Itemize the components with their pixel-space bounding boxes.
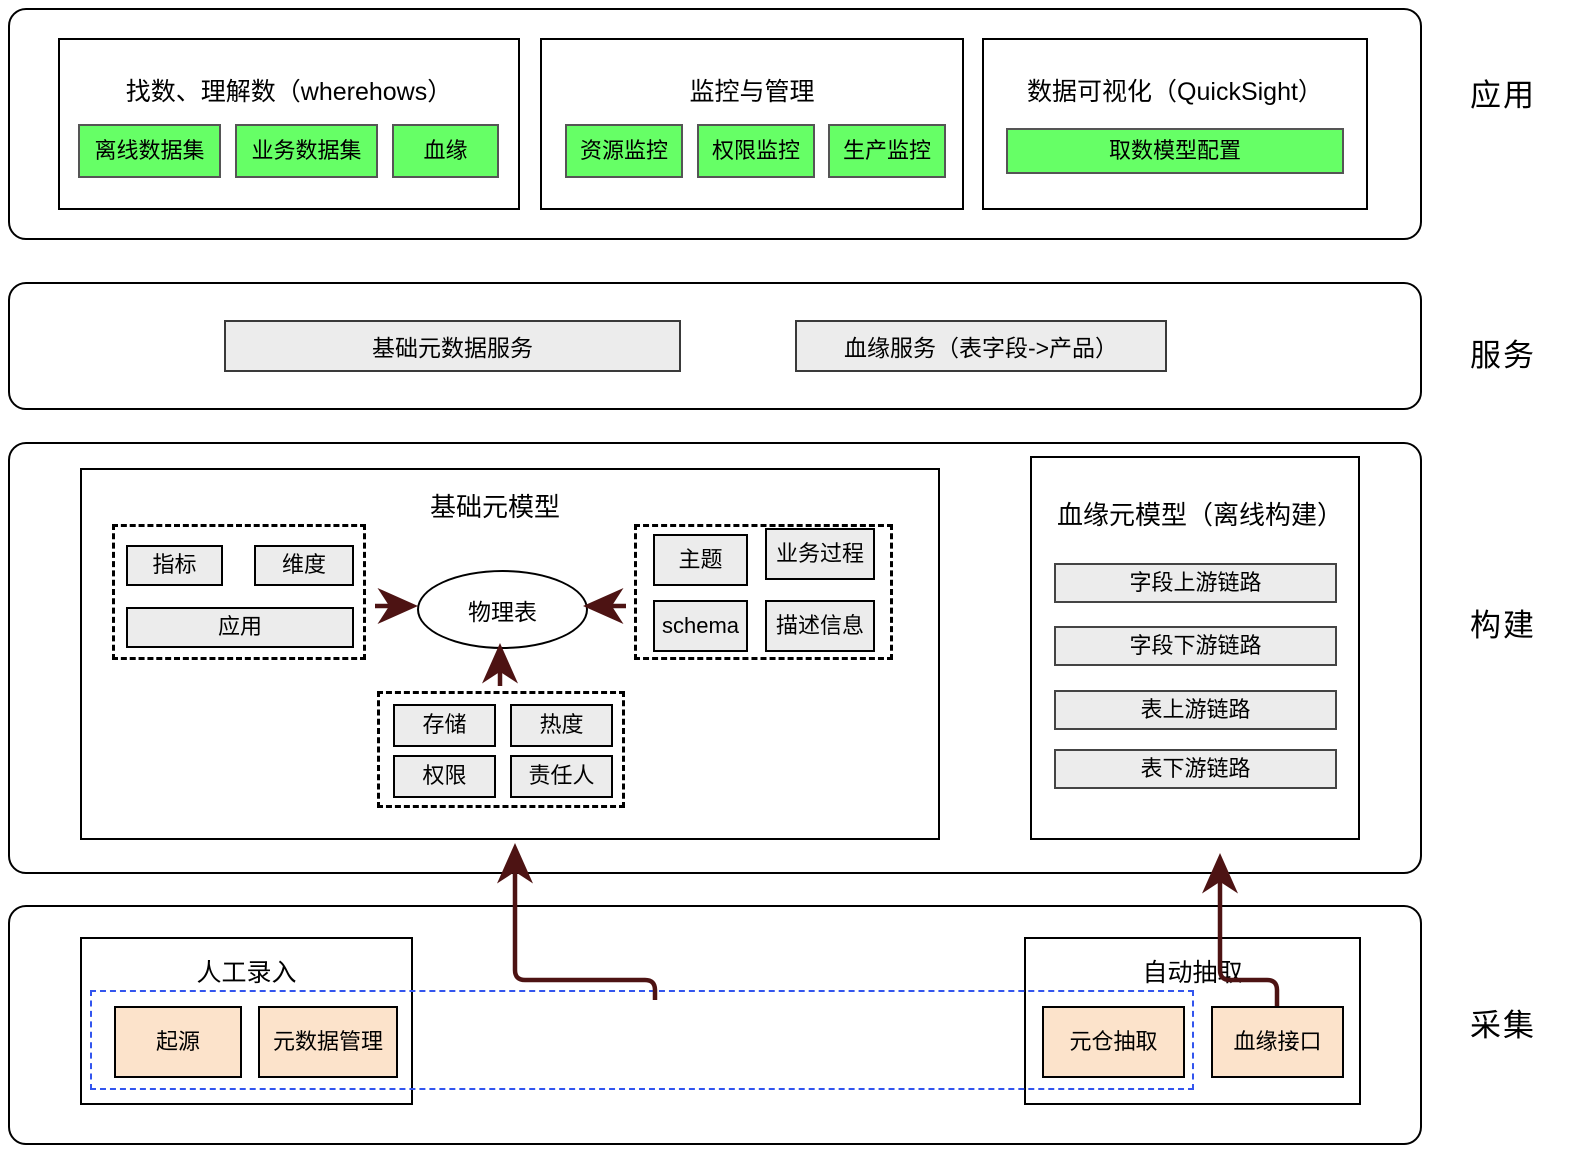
app-chip-permission-monitor[interactable]: 权限监控 <box>697 124 815 178</box>
app-chip-lineage[interactable]: 血缘 <box>392 124 499 178</box>
base-model-left-cluster <box>112 524 366 660</box>
lineage-item-field-upstream[interactable]: 字段上游链路 <box>1054 563 1337 603</box>
base-chip-dimension[interactable]: 维度 <box>254 545 354 586</box>
lineage-item-table-upstream[interactable]: 表上游链路 <box>1054 690 1337 730</box>
service-item-lineage-service[interactable]: 血缘服务（表字段->产品） <box>795 320 1167 372</box>
app-chip-production-monitor[interactable]: 生产监控 <box>828 124 946 178</box>
lineage-item-table-downstream[interactable]: 表下游链路 <box>1054 749 1337 789</box>
collect-group-auto-extract-title: 自动抽取 <box>1142 959 1243 987</box>
app-chip-query-model-config[interactable]: 取数模型配置 <box>1006 128 1344 174</box>
base-model-right-cluster <box>634 524 893 660</box>
automation-scope-dashed-rect <box>90 990 1194 1090</box>
app-chip-resource-monitor[interactable]: 资源监控 <box>565 124 683 178</box>
base-chip-subject[interactable]: 主题 <box>653 534 748 586</box>
collect-chip-lineage-interface[interactable]: 血缘接口 <box>1211 1006 1344 1078</box>
layer-label-application: 应用 <box>1470 78 1536 113</box>
app-chip-business-dataset[interactable]: 业务数据集 <box>235 124 378 178</box>
base-chip-storage[interactable]: 存储 <box>393 704 496 747</box>
app-group-quicksight-title: 数据可视化（QuickSight） <box>1027 78 1323 106</box>
app-group-quicksight[interactable]: 数据可视化（QuickSight） <box>982 38 1368 210</box>
base-model-center-physical-table[interactable]: 物理表 <box>417 570 588 649</box>
base-chip-application[interactable]: 应用 <box>126 607 354 648</box>
layer-label-service: 服务 <box>1470 338 1536 373</box>
base-chip-heat[interactable]: 热度 <box>510 704 613 747</box>
collect-chip-metadata-management[interactable]: 元数据管理 <box>258 1006 398 1078</box>
base-meta-model-title: 基础元模型 <box>430 492 561 522</box>
lineage-meta-model-title: 血缘元模型（离线构建） <box>1057 500 1344 530</box>
collect-chip-origin[interactable]: 起源 <box>114 1006 242 1078</box>
app-group-monitor-manage-title: 监控与管理 <box>689 78 815 106</box>
base-chip-metric[interactable]: 指标 <box>126 545 223 586</box>
collect-group-manual-entry-title: 人工录入 <box>196 959 297 987</box>
layer-panel-service <box>8 282 1422 410</box>
base-chip-schema[interactable]: schema <box>653 600 748 652</box>
lineage-item-field-downstream[interactable]: 字段下游链路 <box>1054 626 1337 666</box>
collect-chip-warehouse-extract[interactable]: 元仓抽取 <box>1042 1006 1185 1078</box>
app-group-wherehows-title: 找数、理解数（wherehows） <box>125 78 453 106</box>
base-chip-permission[interactable]: 权限 <box>393 755 496 798</box>
base-chip-description-info[interactable]: 描述信息 <box>765 600 875 652</box>
app-chip-offline-dataset[interactable]: 离线数据集 <box>78 124 221 178</box>
base-chip-owner[interactable]: 责任人 <box>510 755 613 798</box>
layer-label-build: 构建 <box>1470 608 1536 643</box>
layer-label-collect: 采集 <box>1470 1008 1536 1043</box>
base-chip-business-process[interactable]: 业务过程 <box>765 528 875 580</box>
service-item-base-metadata[interactable]: 基础元数据服务 <box>224 320 681 372</box>
base-model-bottom-cluster <box>377 691 625 808</box>
